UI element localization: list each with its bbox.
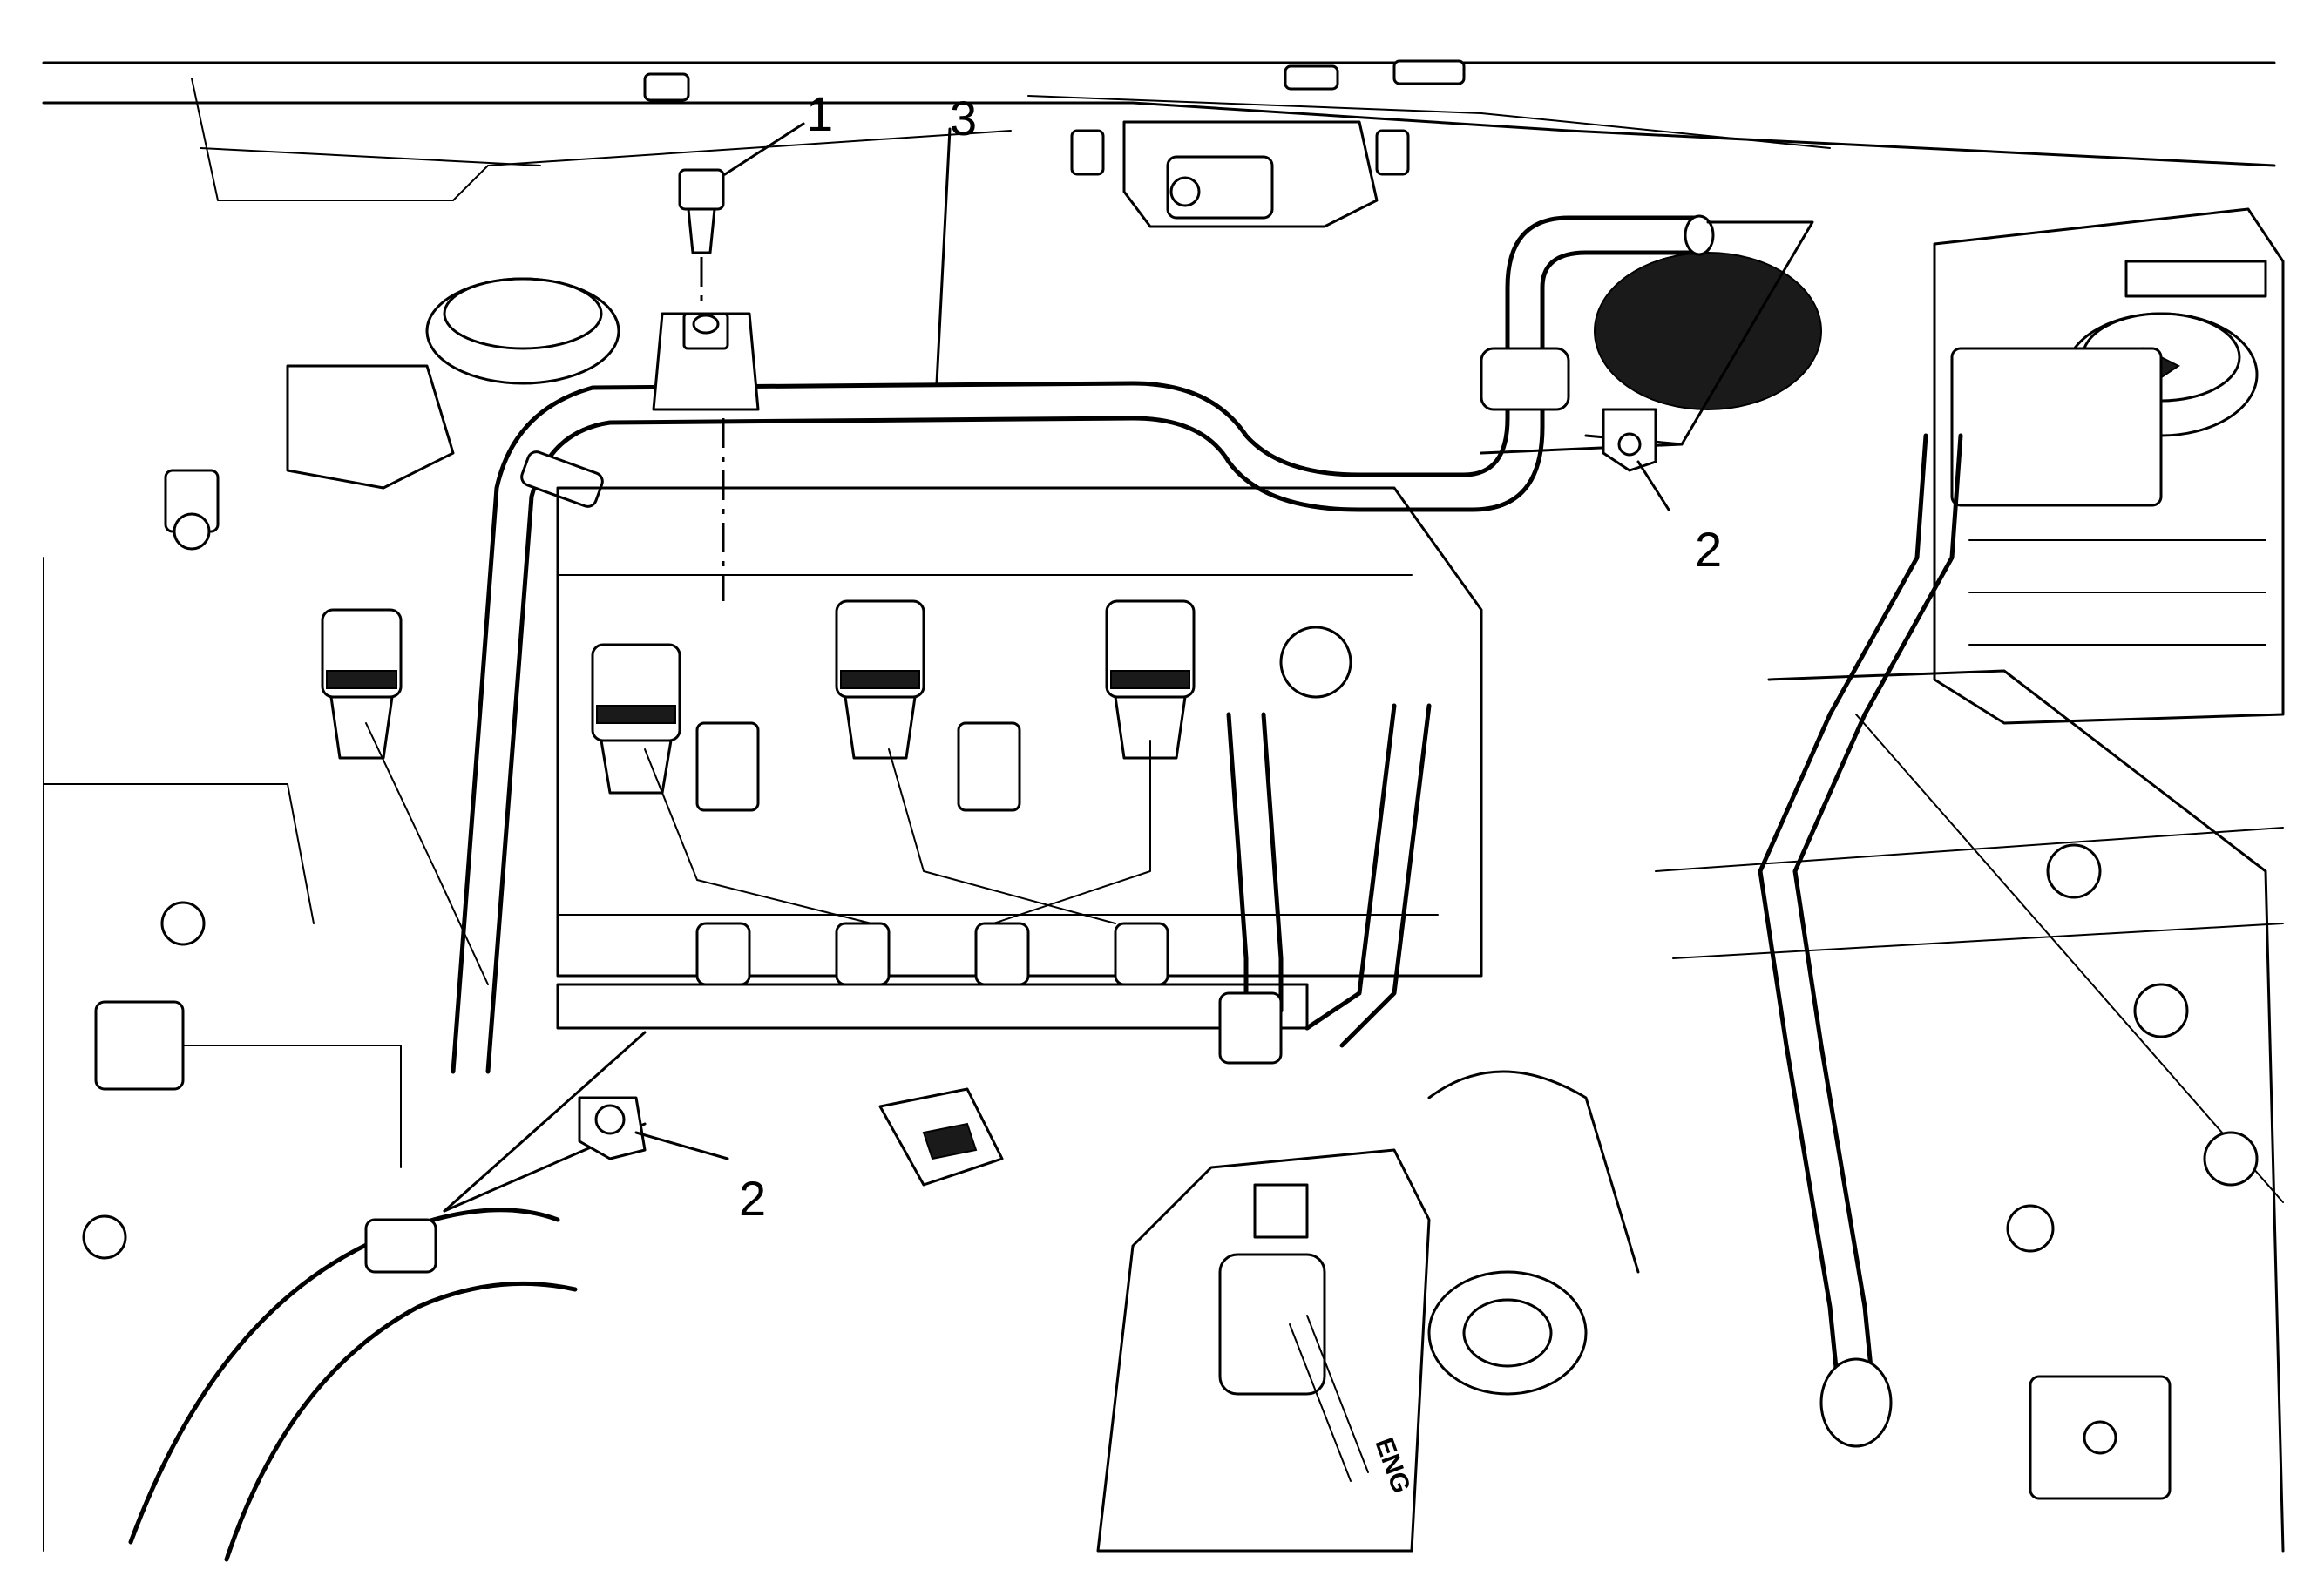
tank-shading: [1594, 252, 1822, 410]
assembly-center-lines: [700, 257, 725, 601]
vent-hose-assembly: [451, 214, 1715, 1074]
cylinder-head: [556, 486, 1483, 978]
left-lower-hose: [128, 1208, 578, 1562]
callout-2-top: 2: [1695, 522, 1722, 577]
right-reservoir: [1933, 207, 2285, 725]
fuel-injector: [1105, 599, 1196, 760]
hose-clip-top: [1602, 408, 1657, 472]
callout-leaders: [634, 122, 1670, 1160]
sensor-connector: [878, 1087, 1004, 1187]
callout-2-bottom: 2: [739, 1171, 766, 1226]
left-engine-details: [43, 469, 402, 1552]
left-reservoir: [286, 277, 620, 490]
fuel-injectors: [321, 599, 1196, 795]
sensor-module-top: [1070, 120, 1410, 228]
callout-1: 1: [806, 86, 833, 141]
fuel-injector: [591, 643, 681, 795]
callout-3: 3: [950, 91, 977, 145]
throttle-body: ENG: [1096, 1148, 1431, 1553]
hose-clip-bottom: [578, 1096, 647, 1160]
upper-body-panel: [42, 59, 2276, 201]
intake-elbow: [1427, 1070, 1640, 1396]
right-chassis-rail: [1767, 669, 2285, 1553]
bracket-bolt: [652, 168, 760, 411]
center-hoses: [1218, 626, 1432, 1065]
fuel-rail: [365, 722, 1309, 1030]
fuel-injector: [321, 608, 403, 760]
right-side-hose: [1655, 433, 2284, 1500]
fuel-injector: [835, 599, 925, 760]
